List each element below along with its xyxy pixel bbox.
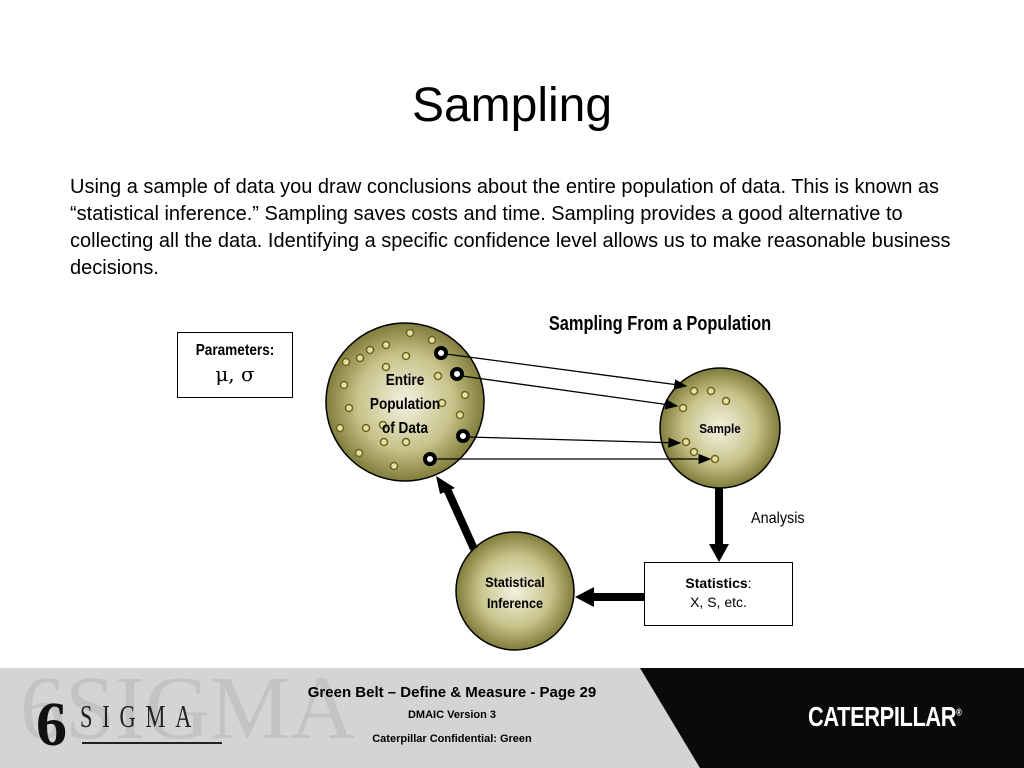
slide-title: Sampling [411, 79, 613, 132]
footer-confidential: Caterpillar Confidential: Green [372, 733, 532, 745]
statistics-arrow-head [575, 587, 594, 607]
analysis-arrow-head [709, 544, 729, 562]
statistics-label: Statistics [685, 575, 748, 591]
six-sigma-logo-underline [82, 742, 222, 744]
statistics-arrow-shaft [592, 593, 644, 601]
diagram-title: Sampling From a Population [548, 313, 772, 335]
sampling-diagram [325, 322, 781, 651]
population-circle [325, 322, 485, 482]
statistics-colon: : [747, 575, 752, 591]
statistics-values: X, S, etc. [690, 594, 747, 610]
intro-paragraph: Using a sample of data you draw conclusi… [70, 176, 951, 279]
analysis-label: Analysis [751, 510, 805, 527]
inference-label: Statistical Inference [485, 574, 545, 611]
inference-arrow [443, 487, 478, 551]
population-dots [335, 328, 470, 471]
parameters-box: Parameters: μ, σ [177, 332, 293, 398]
population-label: Entire Population of Data [369, 372, 441, 437]
parameters-symbols: μ, σ [215, 362, 255, 386]
six-sigma-logo-word: SIGMA [80, 698, 202, 734]
analysis-arrow-shaft [715, 488, 723, 546]
footer-version: DMAIC Version 3 [407, 709, 497, 721]
inference-arrow-head [436, 476, 455, 494]
footer-background: 6 SIGMA [0, 668, 1024, 768]
sampling-arrows [435, 353, 712, 465]
six-sigma-logo-digit: 6 [36, 691, 67, 759]
statistics-box: Statistics: X, S, etc. [644, 562, 793, 626]
inference-circle [455, 531, 575, 651]
caterpillar-logo: CATERPILLAR® [808, 701, 962, 732]
sample-label: Sample [699, 421, 741, 436]
sample-dots [678, 386, 731, 464]
footer-page-title: Green Belt – Define & Measure - Page 29 [307, 684, 597, 701]
parameters-label: Parameters: [195, 342, 275, 359]
